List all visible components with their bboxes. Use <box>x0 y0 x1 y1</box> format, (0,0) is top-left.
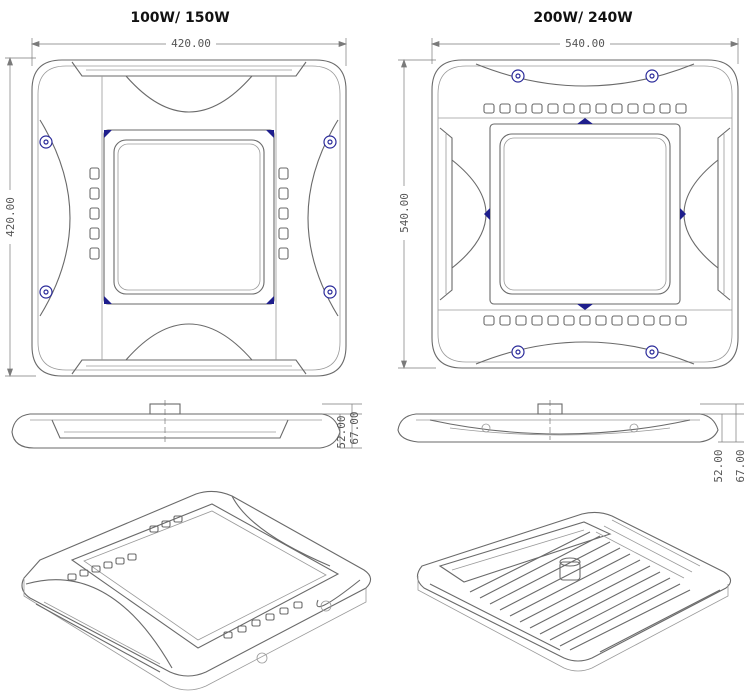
model-b-depth-dimension: 540.00 <box>398 193 411 233</box>
model-b-width-dimension: 540.00 <box>565 37 605 50</box>
model-a-top-view: 420.00 420.00 <box>2 36 348 378</box>
model-b-height-dimension-2: 67.00 <box>734 449 747 482</box>
model-b-height-dimension-1: 52.00 <box>712 449 725 482</box>
model-a-side-view: 52.00 67.00 <box>11 400 362 449</box>
model-a-depth-dimension: 420.00 <box>4 197 17 237</box>
model-a-perspective-view <box>21 490 372 691</box>
model-a-height-dimension-2: 67.00 <box>348 411 361 444</box>
model-b-top-view: 540.00 540.00 <box>396 36 740 370</box>
model-a-height-dimension-1: 52.00 <box>335 415 348 448</box>
model-b-side-view: 52.00 67.00 <box>397 400 747 483</box>
model-a-width-dimension: 420.00 <box>171 37 211 50</box>
model-b-perspective-view <box>416 511 732 672</box>
model-b-title: 200W/ 240W <box>533 10 632 26</box>
model-a-title: 100W/ 150W <box>130 10 229 26</box>
